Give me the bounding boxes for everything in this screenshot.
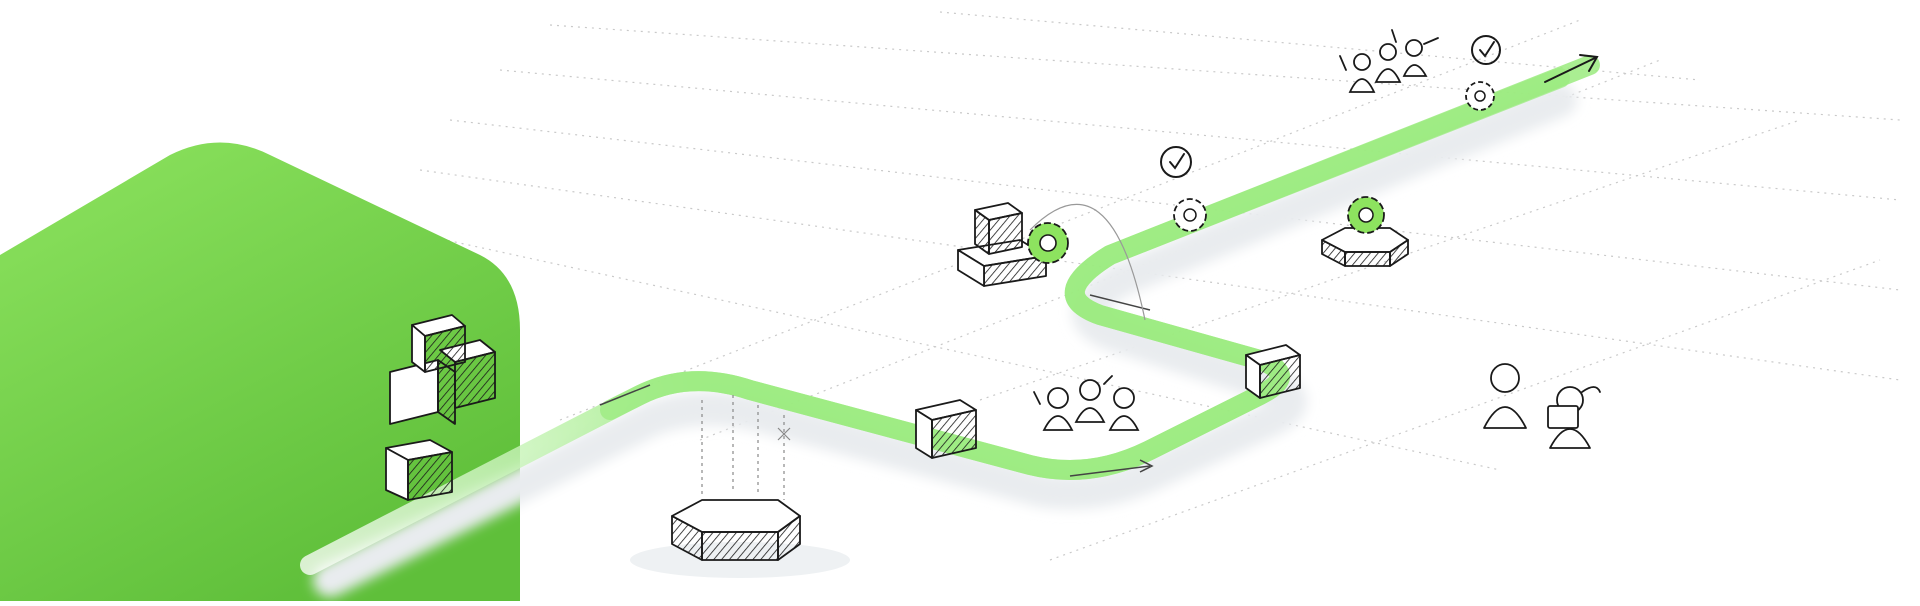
- single-cube-icon: [915, 399, 977, 459]
- person-group-icon: [1339, 29, 1439, 93]
- delivery-path-highlight: [600, 68, 1570, 480]
- person-with-laptop-icon: [1483, 363, 1601, 449]
- single-cube-icon: [385, 439, 453, 501]
- arrow-icon: [1544, 54, 1599, 83]
- arc-trajectory: [1029, 203, 1146, 321]
- hexagon-platform-icon: [1321, 227, 1409, 267]
- person-group-icon: [1033, 375, 1140, 431]
- gear-icon: [1465, 81, 1495, 111]
- block-cluster-icon: [957, 202, 1047, 287]
- gear-icon: [1027, 222, 1069, 264]
- falling-items: [701, 395, 791, 500]
- gear-icon: [1173, 198, 1207, 232]
- gear-icon: [1347, 196, 1385, 234]
- single-cube-icon: [1245, 344, 1301, 399]
- perspective-grid: [399, 11, 1901, 561]
- path-arrow-icon: [599, 294, 1154, 477]
- checkmark-circle-icon: [1471, 35, 1501, 65]
- hexagon-platform-icon: [630, 499, 850, 578]
- cube-stack-icon: [389, 314, 496, 425]
- checkmark-circle-icon: [1160, 146, 1192, 178]
